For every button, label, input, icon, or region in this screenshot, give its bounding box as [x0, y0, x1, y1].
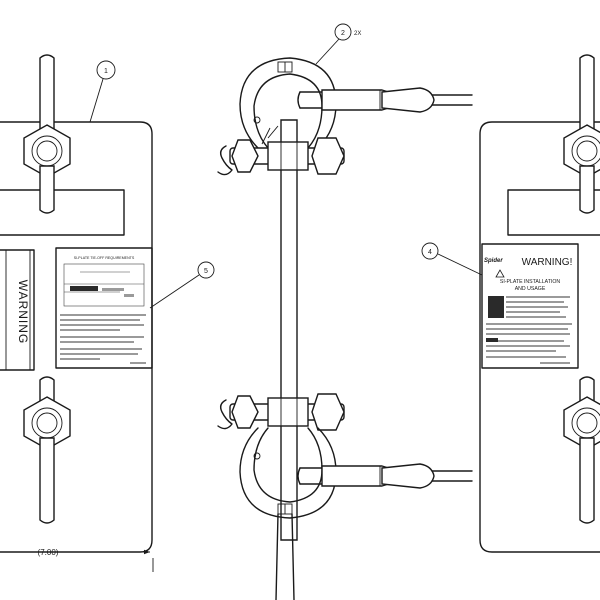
- label-5-title: SI-PLATE TIE-OFF REQUIREMENTS: [74, 256, 135, 260]
- bottom-shackle: [217, 393, 345, 519]
- left-top-eyebolt: [23, 54, 71, 214]
- top-rope-attachment: [297, 87, 473, 113]
- callout-4-text: 4: [428, 249, 432, 256]
- callout-5-text: 5: [204, 268, 208, 275]
- right-plate-outline: [479, 121, 600, 553]
- label-4: Spider WARNING! SI-PLATE INSTALLATION AN…: [481, 243, 579, 369]
- right-bottom-eyebolt: [563, 376, 600, 524]
- left-plate-assembly: WARNING SI-PLATE TIE-OFF REQUIREMENTS: [0, 54, 215, 572]
- callout-4: 4: [421, 242, 483, 276]
- center-side-view: 2 2X: [217, 23, 473, 600]
- top-shackle: [217, 57, 345, 176]
- label-4-warning: WARNING!: [522, 257, 573, 268]
- right-plate-slot: [507, 189, 600, 236]
- left-bottom-eyebolt: [23, 376, 71, 524]
- label-4-title-line2: AND USAGE: [515, 286, 546, 292]
- label-4-title-line1: SI-PLATE INSTALLATION: [500, 279, 560, 285]
- left-plate-slot: [0, 189, 125, 236]
- label-4-brand: Spider: [484, 258, 503, 264]
- callout-5: 5: [149, 261, 215, 309]
- callout-2: 2 2X: [315, 23, 361, 65]
- dimension-text: (7.00): [38, 548, 59, 557]
- label-5: SI-PLATE TIE-OFF REQUIREMENTS: [55, 247, 153, 369]
- right-plate-assembly: Spider WARNING! SI-PLATE INSTALLATION AN…: [421, 54, 600, 553]
- left-warning-strip: WARNING: [0, 249, 35, 371]
- callout-2-text: 2: [341, 30, 345, 37]
- center-strap-plate: [280, 119, 298, 541]
- right-top-eyebolt: [563, 54, 600, 214]
- down-rope: [275, 513, 295, 600]
- warning-triangle-icon: [495, 269, 505, 278]
- overall-width-dimension: (7.00): [0, 548, 154, 572]
- bottom-rope-attachment: [297, 463, 473, 489]
- callout-1: 1: [89, 60, 116, 123]
- callout-2-qty: 2X: [354, 31, 361, 37]
- callout-1-text: 1: [104, 68, 108, 75]
- warning-strip-text: WARNING: [16, 280, 30, 345]
